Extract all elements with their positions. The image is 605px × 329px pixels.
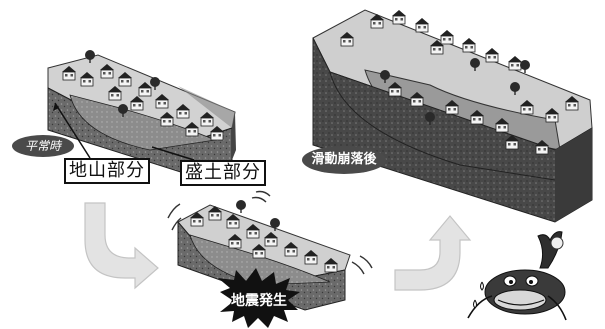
earthquake-block [167,190,373,311]
after-landslide-text: 滑動崩落後 [311,152,377,167]
earthquake-text: 地震発生 [231,293,287,309]
fill-section-text: 盛土部分 [185,162,261,183]
pointer-line-original [54,102,91,159]
fill-section-label: 盛土部分 [180,160,266,186]
earthquake-label: 地震発生 [224,290,294,312]
catfish-icon [467,231,567,321]
burst-icon [218,268,300,328]
original-ground-label: 地山部分 [64,158,150,184]
normal-block [47,50,236,176]
curved-arrow-icon [394,215,472,291]
original-ground-text: 地山部分 [69,160,145,181]
normal-time-text: 平常時 [24,139,61,153]
after-block [312,9,593,223]
curved-arrow-icon [84,202,159,290]
pointer-line-fill [151,146,195,161]
normal-time-label: 平常時 [12,135,74,157]
after-landslide-label: 滑動崩落後 [302,146,386,174]
